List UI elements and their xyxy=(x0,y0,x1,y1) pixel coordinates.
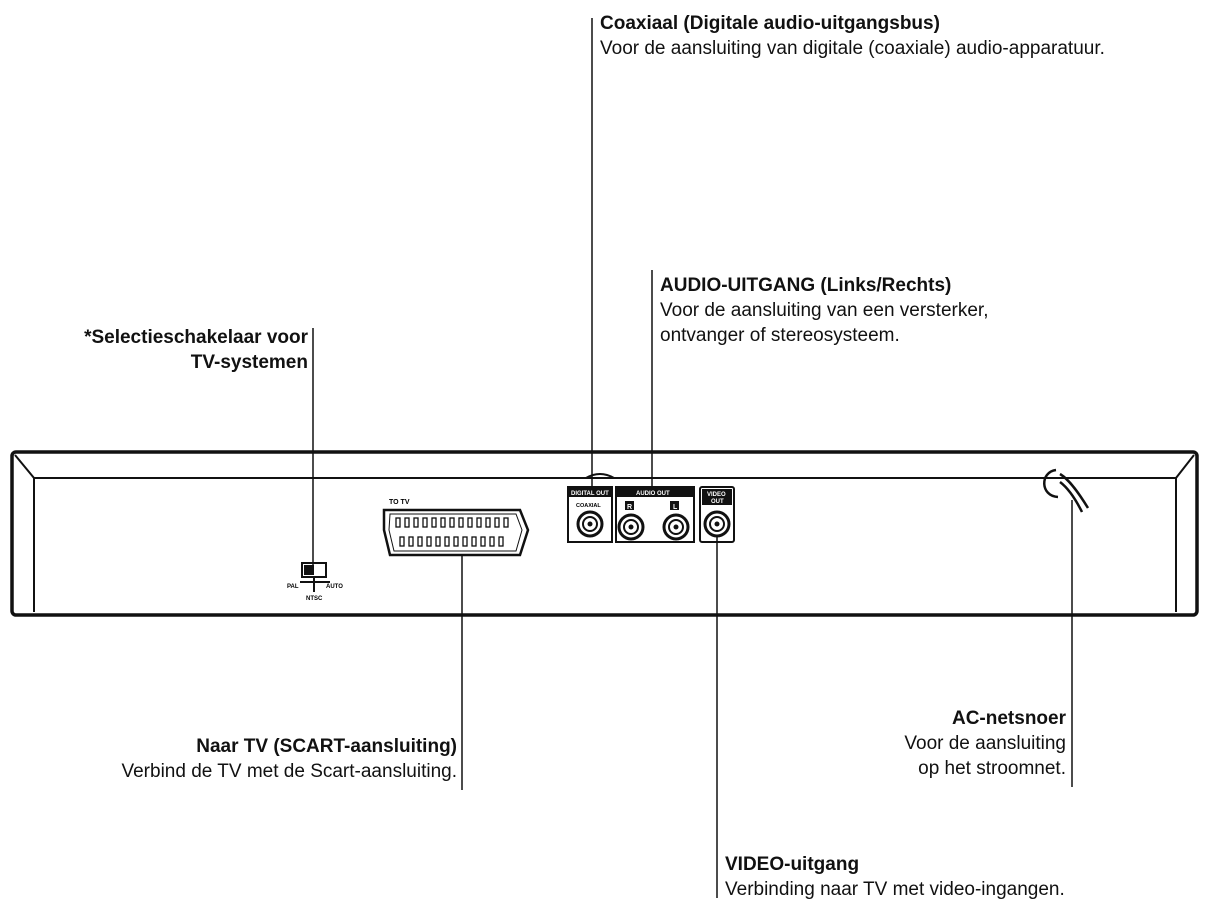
callout-video-out: VIDEO-uitgang Verbinding naar TV met vid… xyxy=(725,852,1065,902)
ac-power-cord xyxy=(1043,468,1090,513)
digital-out-label: DIGITAL OUT xyxy=(571,491,609,497)
video-label-2: OUT xyxy=(711,499,724,505)
to-tv-label: TO TV xyxy=(389,499,410,506)
video-out-desc: Verbinding naar TV met video-ingangen. xyxy=(725,879,1065,900)
scart-connector: TO TV xyxy=(382,499,530,557)
scart-title: Naar TV (SCART-aansluiting) xyxy=(196,736,457,757)
coaxial-title: Coaxiaal (Digitale audio-uitgangsbus) xyxy=(600,13,940,34)
ac-cord-title: AC-netsnoer xyxy=(951,708,1066,729)
callout-coaxial: Coaxiaal (Digitale audio-uitgangsbus) Vo… xyxy=(600,11,1105,61)
r-label: R xyxy=(627,504,632,511)
scart-pins xyxy=(395,517,509,547)
tv-system-title-1: *Selectieschakelaar voor xyxy=(84,327,308,348)
tv-system-switch: PAL AUTO NTSC xyxy=(287,562,343,602)
callout-audio-out: AUDIO-UITGANG (Links/Rechts) Voor de aan… xyxy=(660,273,988,348)
audio-out-title: AUDIO-UITGANG (Links/Rechts) xyxy=(660,275,952,296)
leader-lines xyxy=(312,18,1073,898)
audio-out-panel-label: AUDIO OUT xyxy=(636,491,670,497)
ntsc-label: NTSC xyxy=(306,596,323,602)
callout-scart: Naar TV (SCART-aansluiting) Verbind de T… xyxy=(121,734,457,784)
audio-out-desc-1: Voor de aansluiting van een versterker, xyxy=(660,300,989,321)
coaxial-panel-label: COAXIAL xyxy=(576,503,601,509)
scart-desc: Verbind de TV met de Scart-aansluiting. xyxy=(121,761,457,782)
video-out-title: VIDEO-uitgang xyxy=(725,854,860,875)
audio-out-jacks: AUDIO OUT R L xyxy=(615,486,695,543)
callout-tv-system: *Selectieschakelaar voor TV-systemen xyxy=(84,325,308,375)
ac-cord-desc-2: op het stroomnet. xyxy=(918,758,1066,779)
ac-cord-desc-1: Voor de aansluiting xyxy=(904,733,1066,754)
device-rear-panel xyxy=(10,450,1199,617)
callout-ac-cord: AC-netsnoer Voor de aansluiting op het s… xyxy=(904,706,1066,781)
video-out-jack: VIDEO OUT xyxy=(699,486,735,543)
auto-label: AUTO xyxy=(326,584,343,590)
coaxial-desc: Voor de aansluiting van digitale (coaxia… xyxy=(600,38,1105,59)
audio-out-desc-2: ontvanger of stereosysteem. xyxy=(660,325,900,346)
pal-label: PAL xyxy=(287,584,299,590)
coaxial-jack: DIGITAL OUT COAXIAL xyxy=(567,486,613,543)
video-label-1: VIDEO xyxy=(707,492,726,498)
tv-system-title-2: TV-systemen xyxy=(190,352,308,373)
l-label: L xyxy=(673,504,678,511)
